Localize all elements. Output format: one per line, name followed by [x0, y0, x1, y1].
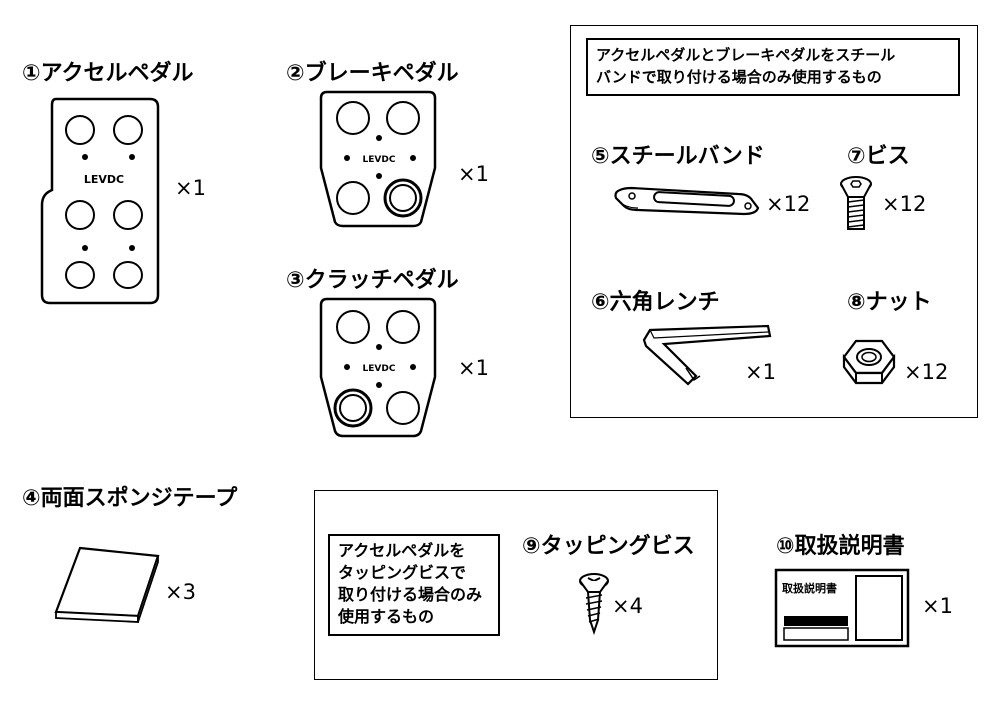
bis-illustration [840, 176, 872, 230]
manual-illustration: 取扱説明書 [774, 568, 910, 648]
tapping-note-line3: 取り付ける場合のみ [338, 585, 483, 604]
tapping-note-line4: 使用するもの [338, 607, 435, 626]
clutch-logo: LEVDC [363, 364, 396, 374]
brake-pedal-illustration: LEVDC [319, 90, 437, 228]
brake-pedal-qty: ×1 [458, 162, 489, 186]
nut-qty: ×12 [904, 360, 949, 384]
manual-title: ⑩取扱説明書 [776, 534, 905, 559]
accel-pedal-qty: ×1 [175, 176, 206, 200]
nut-illustration [842, 339, 896, 385]
steel-band-parts-box [570, 25, 978, 418]
clutch-pedal-title: ③クラッチペダル [286, 268, 459, 293]
brake-logo: LEVDC [363, 155, 396, 165]
hex-wrench-illustration [642, 324, 772, 386]
manual-cover-text: 取扱説明書 [782, 581, 837, 595]
sponge-tape-qty: ×3 [165, 580, 196, 604]
steel-band-note-line2: バンドで取り付ける場合のみ使用するもの [596, 68, 882, 86]
clutch-pedal-illustration: LEVDC [319, 297, 437, 438]
steel-band-qty: ×12 [766, 192, 811, 216]
tapping-screw-illustration [579, 573, 609, 636]
nut-title: ⑧ナット [847, 290, 932, 315]
hex-wrench-title: ⑥六角レンチ [591, 290, 720, 315]
tapping-screw-parts-box [314, 490, 718, 680]
accel-pedal-title: ①アクセルペダル [22, 61, 194, 86]
steel-band-title: ⑤スチールバンド [591, 144, 765, 169]
tapping-screw-note: アクセルペダルを タッピングビスで 取り付ける場合のみ 使用するもの [328, 534, 500, 636]
tapping-screw-title: ⑨タッピングビス [522, 534, 695, 559]
manual-qty: ×1 [922, 594, 953, 618]
bis-title: ⑦ビス [847, 144, 910, 169]
hex-wrench-qty: ×1 [745, 360, 776, 384]
sponge-tape-illustration [54, 546, 160, 623]
steel-band-note-line1: アクセルペダルとブレーキペダルをスチール [596, 46, 896, 64]
steel-band-note: アクセルペダルとブレーキペダルをスチール バンドで取り付ける場合のみ使用するもの [586, 38, 960, 96]
clutch-pedal-qty: ×1 [458, 356, 489, 380]
bis-qty: ×12 [882, 192, 927, 216]
tapping-screw-qty: ×4 [612, 594, 643, 618]
tapping-note-line2: タッピングビスで [338, 563, 467, 582]
steel-band-illustration [614, 186, 760, 216]
accel-pedal-illustration: LEVDC [40, 97, 160, 305]
tapping-note-line1: アクセルペダルを [338, 541, 466, 560]
accel-logo: LEVDC [84, 173, 124, 186]
sponge-tape-title: ④両面スポンジテープ [22, 486, 238, 511]
brake-pedal-title: ②ブレーキペダル [286, 61, 459, 86]
